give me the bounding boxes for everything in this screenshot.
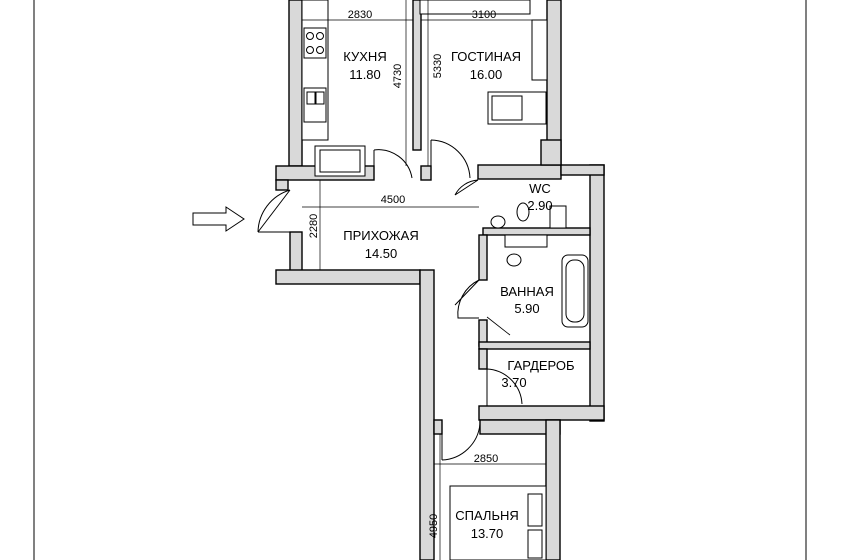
bedroom-name: СПАЛЬНЯ bbox=[455, 508, 519, 523]
doors bbox=[257, 139, 523, 461]
wardrobe-area: 3.70 bbox=[501, 375, 526, 390]
entrance-door bbox=[257, 189, 291, 233]
wall-wc-bath bbox=[482, 227, 591, 236]
wall-right-outer bbox=[589, 164, 605, 422]
bedroom-fixtures bbox=[449, 485, 547, 560]
kitchen-name: КУХНЯ bbox=[343, 49, 386, 64]
wall-living-column bbox=[540, 139, 562, 166]
dim-hall-depth: 2280 bbox=[308, 214, 320, 238]
dim-bedroom-width: 2850 bbox=[474, 453, 498, 465]
living-furniture-top bbox=[419, 0, 531, 15]
bath-fixtures bbox=[486, 202, 589, 336]
dim-kitchen-width: 2830 bbox=[348, 9, 372, 21]
living-tv-stand bbox=[531, 19, 548, 81]
wardrobe-name: ГАРДЕРОБ bbox=[507, 358, 574, 373]
burner-icon bbox=[316, 32, 324, 40]
dim-bedroom-depth: 4950 bbox=[428, 514, 440, 538]
wall-kitchen-left bbox=[288, 0, 303, 167]
bathtub-inner bbox=[565, 259, 585, 323]
kitchen-area: 11.80 bbox=[349, 67, 381, 82]
wall-hall-bottom bbox=[275, 269, 421, 285]
burner-icon bbox=[306, 46, 314, 54]
dim-living-width: 3100 bbox=[472, 9, 496, 21]
living-area: 16.00 bbox=[470, 67, 503, 82]
stove bbox=[303, 27, 327, 59]
wall-bedroom-right bbox=[545, 419, 561, 560]
living-door bbox=[430, 139, 471, 180]
bedroom-area: 13.70 bbox=[471, 526, 504, 541]
wc-sink-icon bbox=[490, 215, 506, 229]
living-name: ГОСТИНАЯ bbox=[451, 49, 521, 64]
sink-basin-icon bbox=[315, 91, 325, 105]
wall-wardrobe-bottom bbox=[478, 405, 605, 421]
wall-wardrobe-left bbox=[478, 348, 488, 370]
wc-area: 2.90 bbox=[527, 198, 552, 213]
toilet-icon bbox=[516, 202, 530, 222]
bedroom-door bbox=[441, 423, 481, 461]
wc-door bbox=[454, 179, 479, 196]
bath-door bbox=[454, 279, 480, 319]
dim-hall-width: 4500 bbox=[381, 194, 405, 206]
bath-sink-icon bbox=[506, 253, 522, 267]
bed-pillow bbox=[527, 493, 543, 527]
bath-vanity bbox=[504, 234, 548, 248]
kitchen-door bbox=[373, 149, 413, 180]
dimension-lines bbox=[302, 0, 547, 560]
living-fixtures bbox=[419, 0, 548, 125]
kitchen-fixtures bbox=[301, 0, 366, 177]
entrance-arrow-icon bbox=[192, 206, 245, 232]
dim-kitchen-depth: 4730 bbox=[392, 64, 404, 88]
burner-icon bbox=[316, 46, 324, 54]
wc-name: WC bbox=[529, 181, 551, 196]
hall-area: 14.50 bbox=[365, 246, 398, 261]
wall-bath-wardrobe bbox=[478, 341, 591, 350]
hall-name: ПРИХОЖАЯ bbox=[343, 228, 419, 243]
wall-wc-top bbox=[560, 164, 605, 176]
kitchen-appliance-inner bbox=[319, 149, 361, 173]
wc-cabinet bbox=[549, 205, 567, 229]
wall-hall-left-top bbox=[275, 179, 289, 191]
wardrobe-door bbox=[486, 368, 523, 406]
burner-icon bbox=[306, 32, 314, 40]
wall-bath-left-top bbox=[478, 234, 488, 281]
bath-name: ВАННАЯ bbox=[500, 284, 554, 299]
bath-area: 5.90 bbox=[514, 301, 539, 316]
living-sofa-seat bbox=[491, 95, 523, 121]
wall-kitchen-living bbox=[412, 0, 422, 151]
wall-corridor-left bbox=[419, 269, 435, 560]
wall-living-hall-b bbox=[477, 164, 562, 180]
bed-pillow bbox=[527, 529, 543, 559]
sink-basin-icon bbox=[306, 91, 316, 105]
bath-floor-drain-line bbox=[486, 316, 511, 336]
dim-living-depth: 5330 bbox=[432, 54, 444, 78]
wall-bedroom-top-a bbox=[433, 419, 443, 435]
wall-living-hall-a bbox=[420, 165, 432, 181]
